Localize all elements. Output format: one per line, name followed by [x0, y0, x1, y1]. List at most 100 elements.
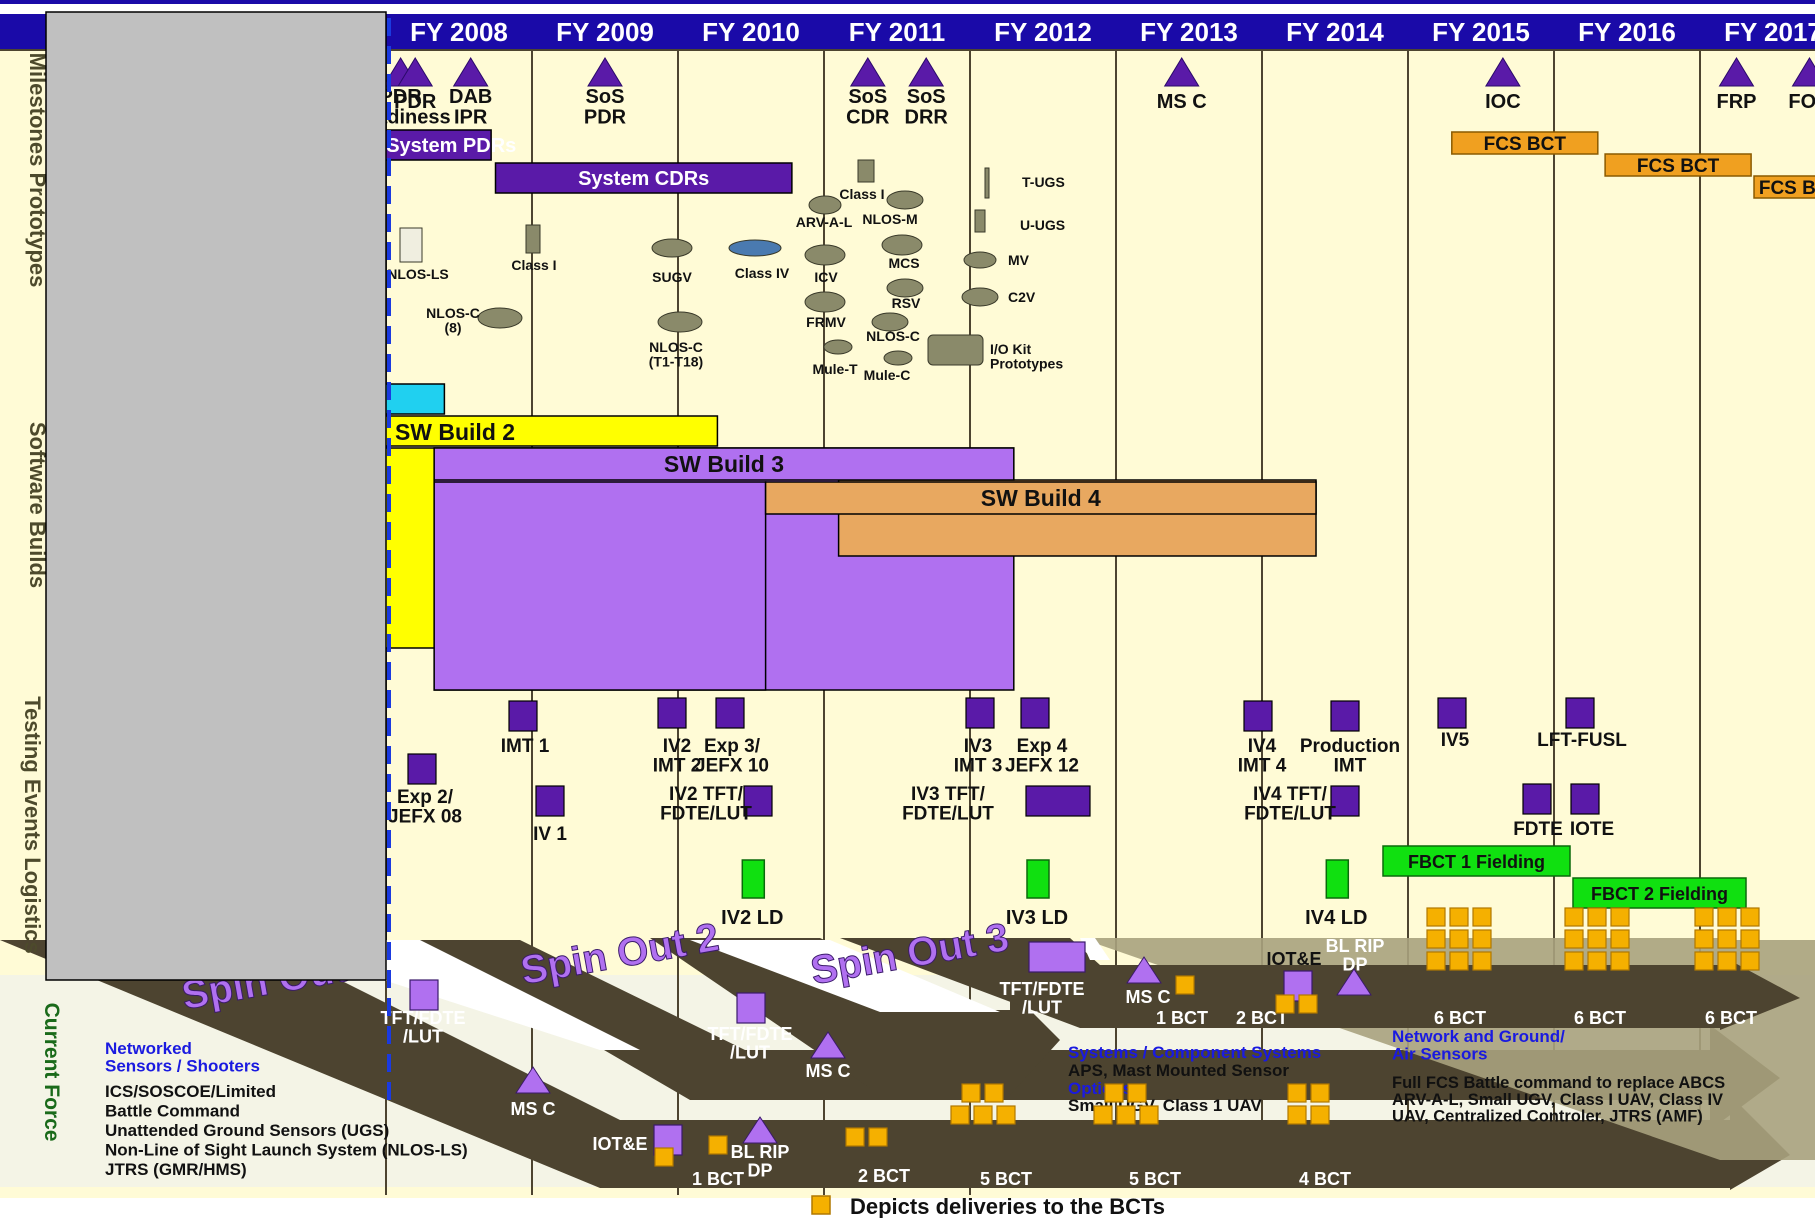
fy-label-fy-2013-line: FY 2013 [1140, 17, 1238, 47]
prototype-label-nlos-m: NLOS-M [862, 211, 917, 227]
prototype-label-nlos-ls: NLOS-LS [387, 266, 448, 282]
systems-title-line: Systems / Component Systems [1068, 1043, 1321, 1062]
test-event-label-fdte-line: LFT-FUSL [1537, 730, 1627, 751]
bct-delivery-square [1741, 952, 1759, 970]
bct-delivery-square [1611, 930, 1629, 948]
test-event-box [658, 698, 686, 728]
arrow-label-6-bct-line: 6 BCT [1574, 1008, 1626, 1028]
test-event-label-iv3-tft-fdte-lut: IV3 TFT/FDTE/LUT [902, 784, 994, 824]
logistics-label-iv4-ld: IV4 LD [1305, 907, 1367, 929]
test-event-label-exp-4-jefx-12-line: JEFX 12 [1005, 755, 1079, 776]
fy-label-fy-2012-line: FY 2012 [994, 17, 1092, 47]
fy-label-fy-2010-line: FY 2010 [702, 17, 800, 47]
test-event-label-lft-fusl: FDTE [1513, 819, 1563, 840]
redaction-block [46, 12, 386, 980]
prototype-label-class-i-line: Class I [511, 257, 556, 273]
bct-delivery-square [1695, 908, 1713, 926]
network-title-line: Network and Ground/ [1392, 1027, 1565, 1046]
fielding-label-fbct-1-fielding-line: FBCT 1 Fielding [1408, 852, 1545, 872]
milestone-label: PDR [394, 91, 437, 113]
dev-bar-label: System PDRs [386, 135, 516, 157]
fy-label-fy-2016-line: FY 2016 [1578, 17, 1676, 47]
arrow-label-iot-e: IOT&E [592, 1134, 647, 1154]
legend-swatch [812, 1196, 830, 1214]
sugv-icon [652, 239, 692, 257]
test-event-label-exp-2-jefx-08-line: JEFX 08 [388, 806, 462, 827]
sw-build-3-lower [434, 482, 765, 690]
prototype-label-sugv: SUGV [652, 269, 692, 285]
bct-delivery-square [1718, 952, 1736, 970]
test-event-label-iv5-line: IV5 [1441, 730, 1470, 751]
test-event-label-production-imt-line: Production [1300, 736, 1400, 757]
prototype-label-mv: MV [1008, 252, 1030, 268]
arrow-label-1-bct-line: 1 BCT [1156, 1008, 1208, 1028]
test-event-label-iv3-imt-3-line: IMT 3 [954, 755, 1003, 776]
arrow-label-bl-rip-dp-line: BL RIP [1326, 936, 1385, 956]
arrow-label-6-bct: 6 BCT [1705, 1008, 1757, 1028]
test-event-label-iv4-imt-4-line: IV4 [1248, 736, 1277, 757]
systems-title: Systems / Component Systems [1068, 1043, 1321, 1062]
fy-label-fy-2017: FY 2017 [1724, 17, 1815, 47]
u-ugs-icon [975, 210, 985, 232]
prototype-label-u-ugs: U-UGS [1020, 217, 1065, 233]
test-event-label-iv4-tft-fdte-lut-line: IV4 TFT/ [1253, 784, 1328, 805]
arrow-label-tft-fdte-lut-line: TFT/FDTE [381, 1008, 466, 1028]
prototype-label-frmv: FRMV [806, 314, 846, 330]
milestone-label-line: DRR [905, 106, 949, 128]
fy-label-fy-2009: FY 2009 [556, 17, 654, 47]
fy-label-fy-2011-line: FY 2011 [849, 17, 945, 47]
bct-delivery-square [846, 1128, 864, 1146]
network-title-line: Air Sensors [1392, 1044, 1487, 1063]
test-event-label-exp-3-jefx-10-line: JEFX 10 [695, 755, 769, 776]
logistics-label-iv4-ld-line: IV4 LD [1305, 907, 1367, 929]
arrow-label-ms-c: MS C [806, 1061, 851, 1081]
bct-delivery-square [1427, 908, 1445, 926]
test-event-label-iv2-tft-fdte-lut: IV2 TFT/FDTE/LUT [660, 784, 752, 824]
fy-label-fy-2012: FY 2012 [994, 17, 1092, 47]
test-event-box [1566, 698, 1594, 728]
bct-delivery-square [1105, 1084, 1123, 1102]
arrow-label-5-bct: 5 BCT [980, 1169, 1032, 1189]
prototype-label-c2v: C2V [1008, 289, 1036, 305]
bct-delivery-square [1427, 930, 1445, 948]
bct-delivery-square [1718, 930, 1736, 948]
fy-label-fy-2014-line: FY 2014 [1286, 17, 1384, 47]
class-i-uav-icon [526, 225, 540, 253]
full-fcs-text-line: UAV, Centralized Controler, JTRS (AMF) [1392, 1108, 1703, 1126]
bct-delivery-square [1588, 908, 1606, 926]
systems-line: APS, Mast Mounted Sensor [1068, 1061, 1289, 1080]
sw-build-label-sw-build-4-line: SW Build 4 [981, 485, 1101, 511]
nlos-c-t1-icon [658, 312, 702, 332]
fy-label-fy-2008-line: FY 2008 [410, 17, 508, 47]
networked-title-line: Networked [105, 1039, 192, 1058]
bct-delivery-square [1473, 952, 1491, 970]
test-event-label-exp-3-jefx-10: Exp 3/JEFX 10 [695, 736, 769, 776]
fy-label-fy-2014: FY 2014 [1286, 17, 1384, 47]
dev-bar-label: System CDRs [578, 168, 709, 190]
arrow-label-2-bct: 2 BCT [858, 1166, 910, 1186]
arrow-label-ms-c: MS C [511, 1099, 556, 1119]
prototype-label-icv-line: ICV [814, 269, 838, 285]
arrow-label-ms-c-line: MS C [806, 1061, 851, 1081]
io-kit-icon [928, 335, 983, 365]
networked-item-line: Battle Command [105, 1102, 240, 1121]
sw-build-label-sw-build-3: SW Build 3 [664, 451, 784, 477]
milestone-label: IOC [1485, 91, 1521, 113]
logistics-label-iv2-ld-line: IV2 LD [721, 907, 783, 929]
bct-delivery-square [1588, 930, 1606, 948]
networked-item: Non-Line of Sight Launch System (NLOS-LS… [105, 1141, 468, 1160]
arrow-label-iot-e-line: IOT&E [592, 1134, 647, 1154]
bct-delivery-square [1311, 1106, 1329, 1124]
mule-t-icon [824, 340, 852, 354]
logistics-marker [742, 860, 764, 898]
bct-delivery-square [1718, 908, 1736, 926]
nlos-c-8-icon [478, 308, 522, 328]
fy-label-fy-2011: FY 2011 [849, 17, 945, 47]
fy-label-fy-2015-line: FY 2015 [1432, 17, 1530, 47]
fielding-label-fbct-2-fielding: FBCT 2 Fielding [1591, 884, 1728, 904]
nlos-m-icon [887, 191, 923, 209]
milestone-label: MS C [1157, 91, 1207, 113]
